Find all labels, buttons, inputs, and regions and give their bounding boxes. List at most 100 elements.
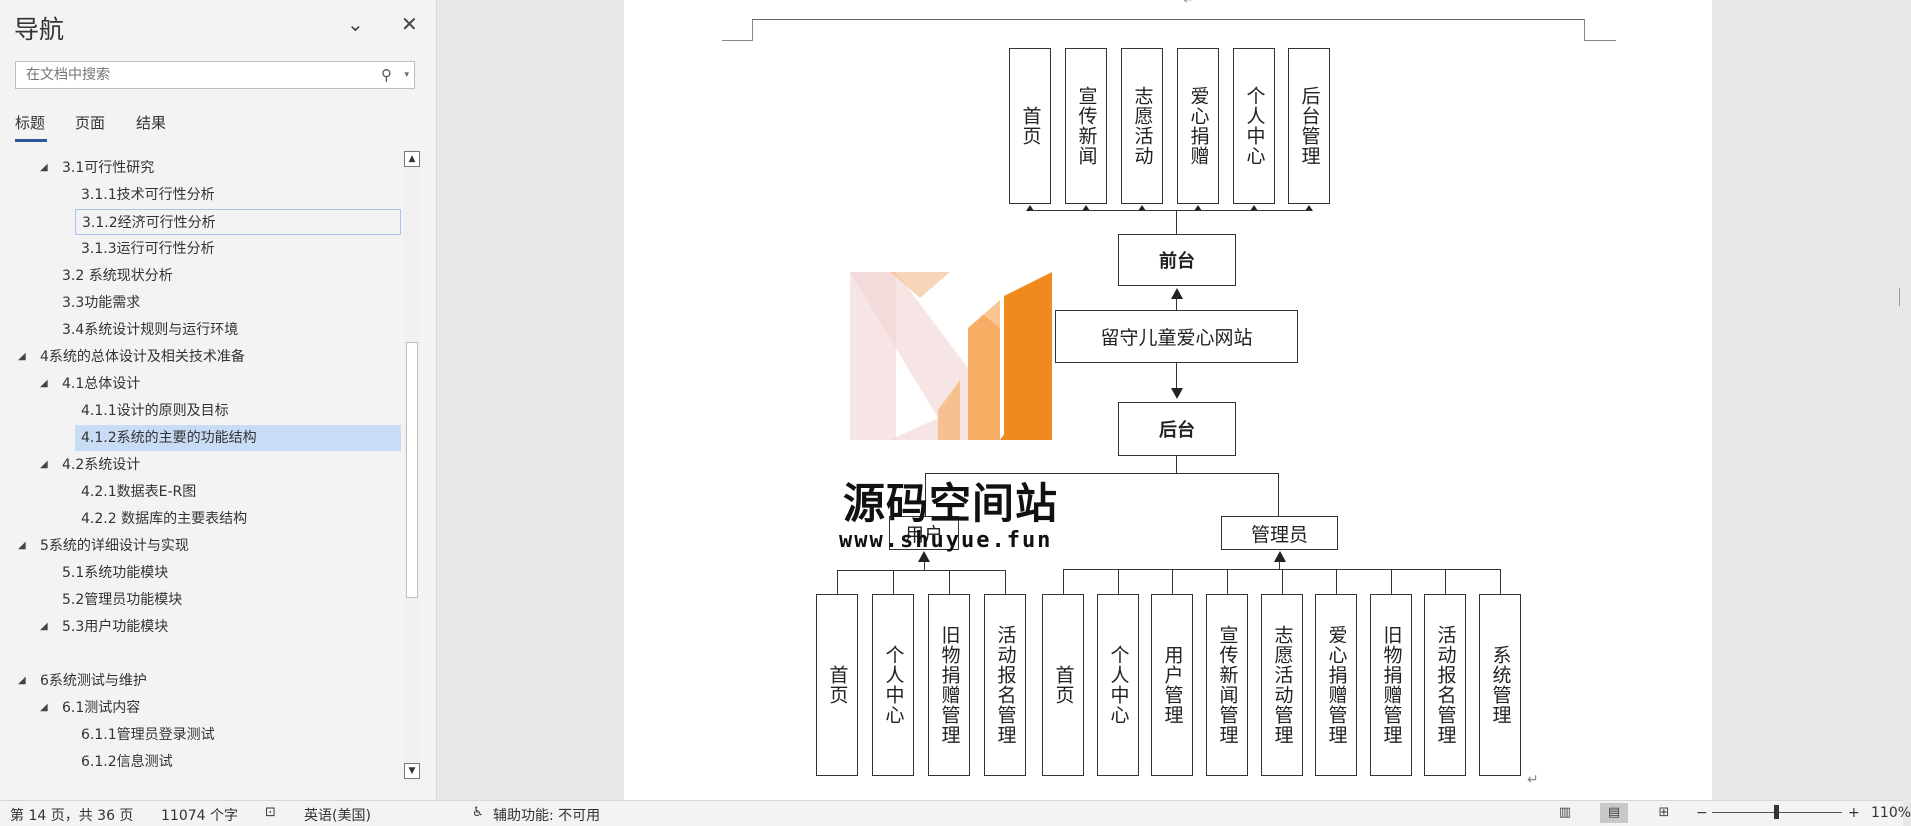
chevron-down-icon[interactable]: ▾ (404, 70, 409, 80)
ruler-marker (1899, 288, 1904, 306)
nav-heading-item[interactable]: 3.2 系统现状分析 (62, 263, 173, 289)
nav-heading-item[interactable]: ◢ 6.1测试内容 (40, 695, 141, 721)
collapse-triangle-icon[interactable]: ◢ (40, 378, 48, 389)
admin-module-box: 个人中心 (1097, 594, 1139, 776)
nav-heading-label: 5.1系统功能模块 (62, 565, 169, 581)
scroll-up-button[interactable]: ▲ (404, 151, 420, 167)
connector-line (1063, 569, 1065, 594)
scrollbar-thumb[interactable] (406, 342, 418, 598)
accessibility-icon[interactable]: ♿ (472, 805, 484, 820)
nav-heading-label: 3.4系统设计规则与运行环境 (62, 322, 239, 338)
nav-heading-item[interactable]: ◢4.2系统设计 (40, 452, 140, 478)
nav-heading-label: 3.1.1技术可行性分析 (81, 187, 215, 203)
nav-heading-item[interactable]: 3.3功能需求 (62, 290, 140, 316)
admin-box: 管理员 (1221, 516, 1338, 550)
tab-results[interactable]: 结果 (136, 114, 167, 132)
web-layout-icon[interactable]: ⊞ (1658, 805, 1670, 820)
proofing-icon[interactable]: ⊡ (265, 805, 276, 820)
nav-heading-item[interactable]: ◢5.3用户功能模块 (40, 614, 168, 640)
page-count[interactable]: 第 14 页，共 36 页 (10, 808, 134, 824)
connector-line (925, 473, 1279, 475)
crop-mark (722, 40, 753, 41)
arrow-up-icon (1138, 205, 1146, 211)
nav-heading-item[interactable]: ◢ 4.1总体设计 (40, 371, 141, 397)
arrow-up-icon (1026, 205, 1034, 211)
nav-heading-item[interactable]: 4.2.2 数据库的主要表结构 (75, 506, 401, 532)
nav-heading-item[interactable]: ◢ 6系统测试与维护 (18, 668, 147, 694)
search-input[interactable] (24, 66, 368, 84)
connector-line (1176, 363, 1178, 388)
admin-module-box: 系统管理 (1479, 594, 1521, 776)
nav-heading-item[interactable]: 5.1系统功能模块 (62, 560, 168, 586)
collapse-triangle-icon[interactable]: ◢ (18, 675, 26, 686)
tab-pages[interactable]: 页面 (75, 114, 106, 132)
front-module-box: 首页 (1009, 48, 1051, 204)
read-mode-icon[interactable]: ▥ (1558, 805, 1572, 820)
language[interactable]: 英语(美国) (304, 808, 371, 824)
crop-mark (752, 19, 753, 41)
nav-heading-item[interactable]: 5.2管理员功能模块 (62, 587, 182, 613)
nav-heading-item[interactable]: 3.1.1技术可行性分析 (75, 182, 401, 208)
arrow-down-icon (1171, 388, 1183, 399)
search-icon[interactable]: ⚲ (381, 66, 392, 84)
nav-heading-item[interactable]: ◢5系统的详细设计与实现 (18, 533, 189, 559)
zoom-in-button[interactable]: + (1848, 805, 1860, 821)
zoom-out-button[interactable]: − (1696, 805, 1708, 821)
tab-headings[interactable]: 标题 (15, 114, 46, 132)
watermark-url: www.shuyue.fun (839, 528, 1053, 553)
nav-heading-label: 4系统的总体设计及相关技术准备 (40, 349, 245, 365)
front-module-box: 后台管理 (1288, 48, 1330, 204)
scroll-down-button[interactable]: ▼ (404, 763, 420, 779)
zoom-level[interactable]: 110% (1871, 805, 1911, 821)
nav-heading-item[interactable]: 3.1.2经济可行性分析 (75, 209, 401, 235)
connector-line (1118, 569, 1120, 594)
nav-heading-item[interactable]: 4.2.1数据表E-R图 (75, 479, 401, 505)
nav-heading-label: 6.1测试内容 (62, 700, 141, 716)
connector-line (837, 570, 1005, 572)
collapse-triangle-icon[interactable]: ◢ (40, 162, 48, 173)
nav-title: 导航 (14, 15, 65, 44)
nav-heading-label: 6系统测试与维护 (40, 673, 147, 689)
word-count[interactable]: 11074 个字 (161, 808, 238, 824)
connector-line (1030, 210, 1310, 212)
front-module-box: 爱心捐赠 (1177, 48, 1219, 204)
connector-line (949, 570, 951, 594)
nav-heading-label: 4.1总体设计 (62, 376, 141, 392)
print-layout-icon[interactable]: ▤ (1600, 803, 1628, 823)
nav-heading-item[interactable]: 6.1.2信息测试 (75, 749, 401, 775)
nav-heading-item[interactable]: 3.1.3运行可行性分析 (75, 236, 401, 262)
nav-heading-item[interactable]: 6.1.1管理员登录测试 (75, 722, 401, 748)
nav-heading-label: 3.3功能需求 (62, 295, 141, 311)
nav-heading-label: 3.1.3运行可行性分析 (81, 241, 215, 257)
nav-heading-label: 3.2 系统现状分析 (62, 268, 173, 284)
nav-heading-label: 6.1.1管理员登录测试 (81, 727, 215, 743)
collapse-triangle-icon[interactable]: ◢ (40, 459, 48, 470)
nav-heading-label: 3.1.2经济可行性分析 (82, 215, 216, 231)
header-line (752, 19, 1584, 20)
collapse-triangle-icon[interactable]: ◢ (18, 351, 26, 362)
collapse-triangle-icon[interactable]: ◢ (18, 540, 26, 551)
search-box[interactable]: ⚲ ▾ (15, 61, 415, 89)
nav-heading-label: 5.2管理员功能模块 (62, 592, 183, 608)
admin-module-box: 旧物捐赠管理 (1370, 594, 1412, 776)
nav-heading-label: 6.1.2信息测试 (81, 754, 173, 770)
collapse-triangle-icon[interactable]: ◢ (40, 621, 48, 632)
accessibility-status[interactable]: 辅助功能: 不可用 (493, 808, 601, 824)
connector-line (1445, 569, 1447, 594)
nav-heading-label: 4.1.2系统的主要的功能结构 (81, 430, 257, 446)
connector-line (924, 561, 926, 571)
arrow-up-icon (1171, 288, 1183, 299)
nav-heading-item[interactable]: 4.1.2系统的主要的功能结构 (75, 425, 401, 451)
nav-heading-item[interactable]: 4.1.1设计的原则及目标 (75, 398, 401, 424)
crop-mark (1584, 19, 1585, 41)
nav-heading-item[interactable]: 3.4系统设计规则与运行环境 (62, 317, 238, 343)
zoom-slider-thumb[interactable] (1774, 805, 1779, 819)
collapse-triangle-icon[interactable]: ◢ (40, 702, 48, 713)
admin-module-box: 宣传新闻管理 (1206, 594, 1248, 776)
user-module-box: 旧物捐赠管理 (928, 594, 970, 776)
connector-line (1391, 569, 1393, 594)
chevron-down-icon[interactable]: ⌄ (347, 12, 364, 36)
nav-heading-item[interactable]: ◢3.1可行性研究 (40, 155, 154, 181)
nav-heading-item[interactable]: ◢ 4系统的总体设计及相关技术准备 (18, 344, 245, 370)
close-icon[interactable]: ✕ (401, 12, 418, 36)
